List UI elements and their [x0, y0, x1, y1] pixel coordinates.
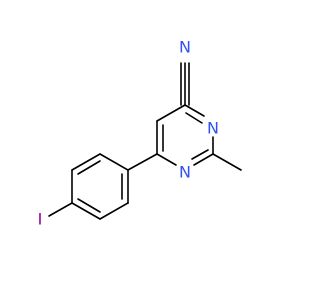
atom-label-ring-nitrogen-3: N	[207, 119, 219, 138]
benzene-ring	[71, 153, 129, 220]
pyrimidine-ring	[156, 104, 214, 166]
atom-label-iodine: I	[38, 210, 43, 229]
structure-canvas: N N N I	[37, 37, 242, 229]
methyl-bond	[212, 153, 242, 171]
molecule-drawing: N N N I	[38, 38, 242, 229]
carbon-iodine-bond	[48, 202, 73, 217]
atom-label-nitrile-nitrogen: N	[179, 38, 191, 57]
nitrile-triple-bond	[180, 62, 190, 106]
aryl-link-bond	[127, 153, 158, 171]
atom-label-ring-nitrogen-1: N	[179, 163, 191, 182]
